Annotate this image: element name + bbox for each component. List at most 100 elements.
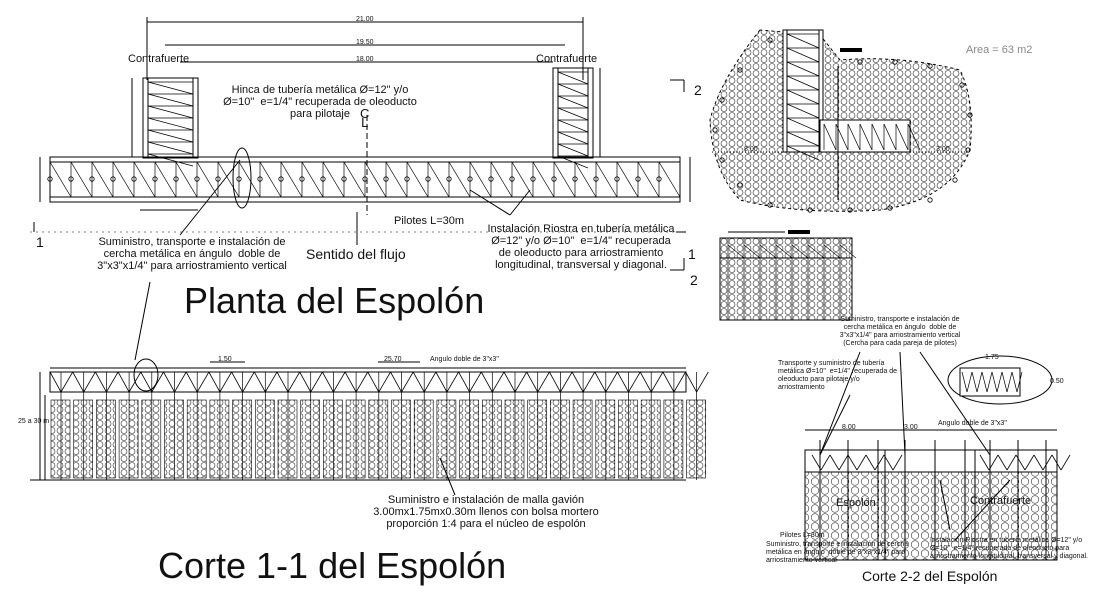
truss-member: [259, 161, 282, 198]
truss-member: [175, 161, 198, 198]
truss-member: [557, 95, 589, 109]
truss-member: [299, 371, 312, 393]
perimeter-pile: [737, 67, 743, 73]
truss-member: [147, 153, 194, 167]
truss-member: [786, 131, 820, 147]
truss-member: [147, 105, 194, 119]
truss-member: [637, 161, 660, 198]
pile-circle: [299, 176, 305, 182]
truss-member: [219, 371, 232, 393]
truss-member: [91, 161, 114, 198]
truss-member: [835, 123, 849, 151]
hinca-note: Hinca de tubería metálica Ø=12" y/o Ø=10…: [223, 84, 417, 120]
truss-member: [448, 161, 471, 198]
truss-member: [133, 161, 156, 198]
pile-circle: [488, 176, 494, 182]
truss-member: [786, 33, 820, 49]
truss-member: [557, 119, 589, 133]
area-dim-a: 8.00: [744, 146, 758, 153]
perimeter-pile: [807, 207, 813, 213]
section-2-2: [804, 351, 1058, 561]
pile-circle: [215, 176, 221, 182]
truss-member: [673, 371, 686, 393]
truss-member: [582, 371, 596, 393]
truss-member: [595, 161, 618, 198]
truss-member: [253, 371, 266, 393]
truss-member: [343, 161, 366, 198]
truss-member: [423, 371, 437, 393]
truss-member: [786, 145, 820, 161]
truss-member: [72, 371, 85, 393]
truss-member: [355, 371, 369, 393]
pile-circle: [656, 176, 662, 182]
truss-member: [594, 371, 607, 393]
corte22-dim-050: 0.50: [1050, 378, 1064, 385]
truss-member: [574, 161, 597, 198]
truss-member: [60, 371, 74, 393]
truss-member: [961, 371, 968, 393]
truss-member: [117, 371, 130, 393]
truss-member: [865, 454, 876, 471]
gabion-column: [50, 399, 71, 479]
truss-member: [617, 371, 629, 393]
perimeter-pile: [767, 37, 773, 43]
malla-note: Suministro e instalación de malla gavión…: [373, 494, 599, 530]
section22-title: Corte 2-2 del Espolón: [862, 568, 998, 584]
truss-member: [1016, 371, 1023, 393]
truss-member: [696, 371, 709, 393]
truss-member: [147, 93, 194, 107]
gabion-column: [504, 399, 525, 479]
truss-member: [140, 371, 153, 393]
truss-member: [820, 454, 831, 471]
truss-member: [310, 371, 323, 393]
truss-member: [322, 371, 334, 393]
truss-member: [390, 371, 402, 393]
perimeter-pile: [965, 147, 971, 153]
truss-member: [490, 161, 513, 198]
gabion-column: [232, 399, 252, 479]
gabion-column: [481, 399, 502, 479]
truss-member: [791, 244, 809, 259]
truss-member: [786, 103, 820, 119]
truss-member: [979, 454, 990, 471]
truss-member: [966, 371, 973, 393]
gabion-column: [550, 399, 570, 479]
truss-member: [514, 371, 528, 393]
truss-member: [196, 161, 219, 198]
truss-member: [557, 131, 589, 145]
truss-member: [786, 61, 820, 77]
truss-member: [458, 371, 470, 393]
truss-member: [412, 371, 425, 393]
truss-member: [871, 123, 885, 151]
truss-member: [628, 371, 641, 393]
truss-member: [727, 244, 745, 259]
truss-member: [1001, 371, 1008, 393]
truss-member: [1051, 454, 1062, 471]
truss-member: [49, 371, 62, 393]
truss-member: [1060, 454, 1071, 471]
area-label: Area = 63 m2: [966, 44, 1033, 56]
pile-circle: [257, 176, 263, 182]
gabion-column: [323, 399, 343, 479]
truss-member: [976, 371, 983, 393]
corte22-pilotes: Pilotes L=30m: [780, 532, 825, 539]
gabion-column: [663, 399, 684, 479]
corte11-dim-top: 25.70: [384, 356, 402, 363]
truss-member: [557, 143, 589, 157]
truss-member: [367, 371, 380, 393]
truss-member: [147, 129, 194, 143]
truss-member: [185, 371, 198, 393]
gabion-column: [186, 399, 207, 479]
pile-circle: [635, 176, 641, 182]
truss-member: [557, 71, 589, 85]
dim-inner: 18.00: [356, 56, 374, 63]
pile-circle: [89, 176, 95, 182]
truss-member: [883, 123, 897, 151]
truss-member: [859, 123, 873, 151]
truss-member: [364, 161, 387, 198]
truss-member: [446, 371, 459, 393]
corte22-contrafuerte: Contrafuerte: [970, 495, 1032, 507]
truss-member: [385, 161, 408, 198]
